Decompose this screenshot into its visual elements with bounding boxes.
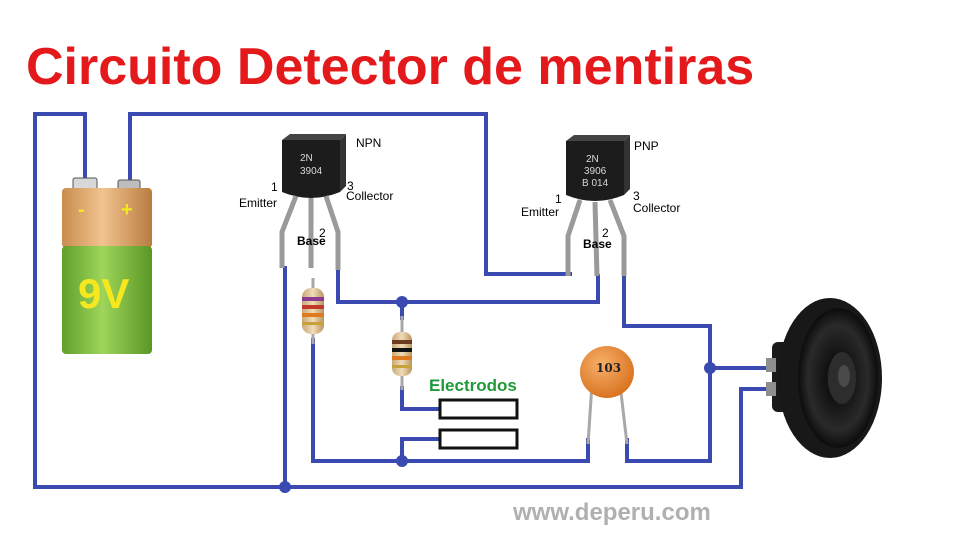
wire-npn-base-line (311, 338, 590, 463)
npn-leg-collector (323, 195, 341, 270)
pnp-pin3-name: Collector (633, 201, 680, 215)
transistor-pnp-body (566, 141, 624, 201)
battery-positive-label: + (121, 199, 133, 221)
npn-pin1-name: Emitter (239, 196, 277, 210)
pnp-pin2-number: 2 (602, 226, 609, 240)
pnp-leg-collector (607, 199, 627, 276)
npn-pin2-number: 2 (319, 226, 326, 240)
wire-npn-collector (336, 268, 600, 304)
page-title: Circuito Detector de mentiras (26, 38, 754, 96)
battery-negative-label: - (78, 199, 85, 221)
junction-dot (704, 362, 716, 374)
battery-voltage-label: 9V (78, 270, 129, 317)
capacitor-body (580, 346, 634, 398)
electrode-2 (438, 428, 519, 450)
pnp-marking-line3: B 014 (582, 178, 609, 189)
speaker (766, 298, 882, 458)
wire-electrode2 (400, 437, 442, 463)
pnp-marking-line2: 3906 (584, 166, 607, 177)
transistor-npn-body (282, 140, 340, 198)
wire-electrode1 (400, 386, 442, 411)
npn-type-label: NPN (356, 136, 381, 150)
transistor-pnp: 2N 3906 B 014 PNP 1 Emitter 3 Collector … (521, 135, 680, 277)
npn-pin3-name: Collector (346, 189, 393, 203)
transistor-npn: 2N 3904 NPN 1 Emitter 3 Collector 2 Base (239, 134, 393, 270)
website-label: www.deperu.com (512, 499, 711, 526)
npn-pin3-number: 3 (347, 179, 354, 193)
pnp-marking-line1: 2N (586, 154, 599, 165)
junction-dot (396, 296, 408, 308)
npn-marking-line2: 3904 (300, 166, 323, 177)
battery-top (62, 188, 152, 248)
capacitor-code: 103 (596, 361, 621, 375)
electrodes: Electrodos (429, 376, 519, 450)
pnp-type-label: PNP (634, 139, 659, 153)
pnp-pin2-name: Base (583, 237, 612, 251)
pnp-leg-emitter (565, 199, 583, 276)
npn-pin2-name: Base (297, 234, 326, 248)
resistor-2 (392, 316, 412, 390)
junction-dot (279, 481, 291, 493)
pnp-pin1-name: Emitter (521, 205, 559, 219)
resistor-1-body (302, 288, 324, 334)
capacitor-ceramic: 103 (580, 346, 634, 445)
wire-ground-bus (283, 387, 772, 489)
resistor-2-body (392, 332, 412, 376)
electrode-1 (438, 398, 519, 420)
wire-battery-negative (33, 112, 287, 489)
battery-9v: - + 9V (62, 177, 152, 354)
wire-battery-positive (128, 112, 572, 276)
battery-body (62, 246, 152, 354)
pnp-pin1-number: 1 (555, 192, 562, 206)
junction-dot (396, 455, 408, 467)
electrodes-label: Electrodos (429, 376, 517, 395)
pnp-leg-base (592, 201, 600, 277)
resistor-1 (302, 278, 324, 344)
npn-pin1-number: 1 (271, 180, 278, 194)
npn-marking-line1: 2N (300, 153, 313, 164)
junctions (279, 296, 716, 493)
npn-leg-emitter (279, 195, 299, 268)
wire-pnp-collector (622, 274, 712, 463)
pnp-pin3-number: 3 (633, 189, 640, 203)
